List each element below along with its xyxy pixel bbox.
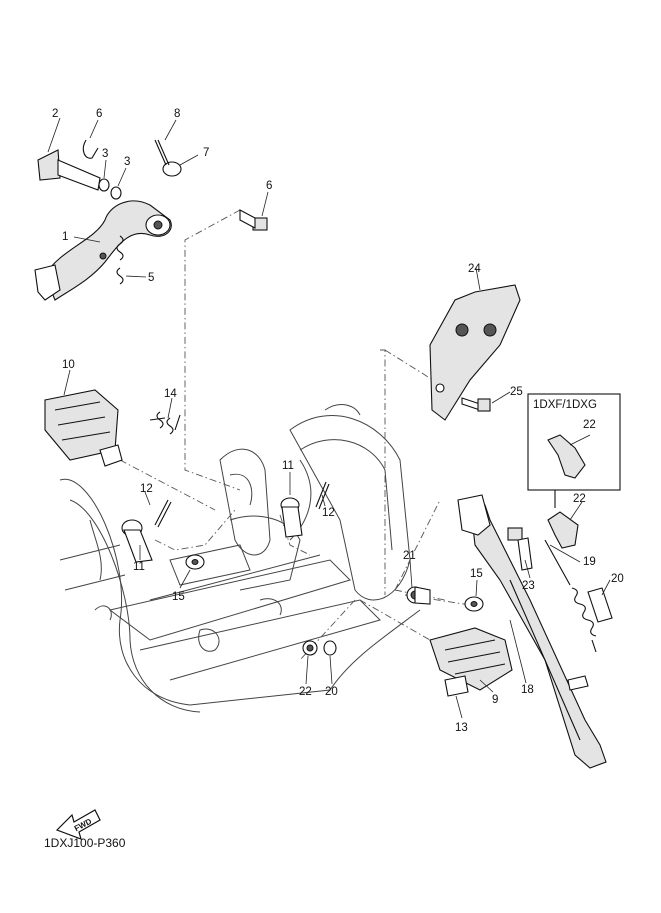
- leader-lines: [47, 117, 611, 719]
- plate-22: [547, 511, 579, 549]
- callout-14: 14: [164, 388, 177, 400]
- footrest-left: [44, 389, 123, 467]
- callout-17: 19: [583, 556, 596, 568]
- callout-21: 21: [403, 550, 416, 562]
- callout-22-box: 22: [583, 419, 596, 431]
- footrest-pin-left: [121, 519, 153, 563]
- frame-outline: [59, 404, 421, 713]
- callout-2: 2: [52, 108, 58, 120]
- callout-6: 6: [266, 180, 272, 192]
- callout-labels: 2 6 3 3 8 7 6 1 5 24 10 25 14 1DXF/1DXG …: [52, 108, 624, 734]
- washer-7: [162, 161, 182, 177]
- variant-box-label: 1DXF/1DXG: [533, 399, 597, 411]
- stand-bracket: [429, 284, 521, 421]
- cotter-pin-8: [154, 139, 170, 166]
- callout-23: 22: [299, 686, 312, 698]
- callout-25: 25: [510, 386, 523, 398]
- callout-1: 1: [62, 231, 68, 243]
- callout-11b: 11: [133, 561, 145, 573]
- sidestand: [457, 494, 607, 769]
- brake-pedal: [34, 200, 172, 301]
- clip: [82, 139, 99, 159]
- callout-5: 5: [148, 272, 154, 284]
- callout-3b: 3: [124, 156, 130, 168]
- washer-15b-hole: [470, 601, 478, 607]
- variant-box: [527, 393, 621, 508]
- bolt-25: [461, 397, 491, 412]
- callout-15b: 15: [172, 591, 185, 603]
- callout-7: 7: [203, 147, 209, 159]
- nut-23-hole: [306, 644, 314, 652]
- callout-16: 18: [521, 684, 534, 696]
- callout-18: 20: [611, 573, 624, 585]
- footrest-right: [429, 627, 513, 691]
- return-spring: [116, 235, 124, 285]
- cotter-pin-12b: [315, 481, 330, 510]
- callout-10: 10: [62, 359, 75, 371]
- cotter-pin-12a: [154, 499, 172, 528]
- sidestand-spring: [544, 539, 597, 653]
- callout-24: 24: [468, 263, 481, 275]
- callout-9: 9: [492, 694, 498, 706]
- bolt-19: [507, 527, 533, 571]
- footrest-spring-14: [149, 411, 181, 435]
- spring-cover: [587, 587, 613, 623]
- bolt-6: [239, 209, 268, 231]
- callout-3a: 3: [102, 148, 108, 160]
- washer-15a-hole: [191, 559, 199, 565]
- footrest-pin-right: [280, 497, 303, 538]
- diagram-code: 1DXJ100-P360: [44, 836, 126, 850]
- spacer-13: [444, 675, 469, 697]
- washer-20: [323, 640, 337, 656]
- callout-11a: 11: [282, 460, 294, 472]
- bushing-21: [406, 586, 431, 605]
- o-rings: [98, 178, 122, 200]
- callout-4: 6: [96, 108, 102, 120]
- pivot-shaft: [37, 149, 101, 191]
- fwd-arrow: FWD: [55, 809, 101, 840]
- callout-13: 13: [455, 722, 468, 734]
- callout-20: 20: [325, 686, 338, 698]
- callout-19: 23: [522, 580, 535, 592]
- stand-stopper: [567, 675, 589, 691]
- callout-12b: 12: [322, 507, 335, 519]
- callout-15a: 15: [470, 568, 483, 580]
- callout-22: 22: [573, 493, 586, 505]
- callout-8: 8: [174, 108, 180, 120]
- callout-12a: 12: [140, 483, 153, 495]
